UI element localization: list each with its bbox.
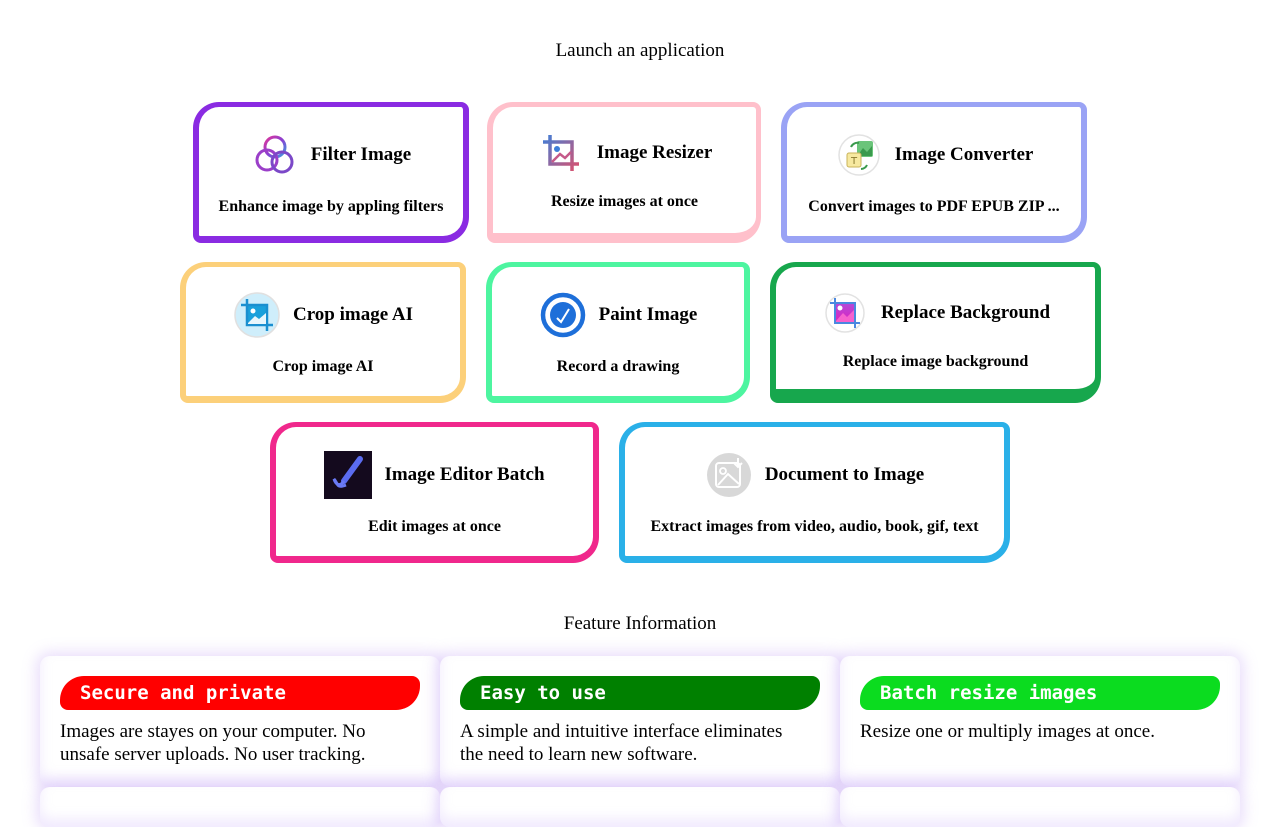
feature-card-easy: Easy to use A simple and intuitive inter… — [440, 656, 840, 786]
feature-label: Batch resize images — [860, 676, 1220, 710]
app-title: Image Converter — [894, 144, 1034, 165]
app-card-crop-image-ai[interactable]: Crop image AI Crop image AI — [180, 262, 466, 403]
app-description: Edit images at once — [368, 518, 501, 535]
feature-card-secure: Secure and private Images are stayes on … — [40, 656, 440, 786]
app-description: Convert images to PDF EPUB ZIP ... — [808, 198, 1060, 215]
feature-text: A simple and intuitive interface elimina… — [460, 721, 783, 765]
app-title: Document to Image — [764, 464, 925, 485]
document-image-icon — [705, 451, 753, 499]
app-title: Image Editor Batch — [384, 464, 545, 485]
app-card-paint-image[interactable]: Paint Image Record a drawing — [486, 262, 750, 403]
app-title: Replace Background — [880, 302, 1051, 323]
app-description: Crop image AI — [272, 358, 374, 375]
app-title: Paint Image — [598, 304, 698, 325]
app-title: Crop image AI — [293, 304, 413, 325]
app-description: Record a drawing — [556, 358, 680, 375]
editor-brush-icon — [324, 451, 373, 499]
svg-text:T: T — [850, 156, 858, 167]
replace-background-icon — [821, 289, 869, 337]
app-title: Filter Image — [310, 144, 412, 165]
launch-section-title: Launch an application — [555, 40, 725, 61]
feature-card-next-row — [40, 787, 440, 827]
app-card-filter-image[interactable]: Filter Image Enhance image by appling fi… — [193, 102, 469, 243]
app-title: Image Resizer — [596, 142, 713, 163]
feature-text: Resize one or multiply images at once. — [860, 721, 1155, 742]
crop-image-icon — [233, 291, 281, 339]
app-description: Replace image background — [842, 353, 1029, 370]
crop-resize-icon — [537, 129, 585, 177]
feature-text: Images are stayes on your computer. No u… — [60, 721, 366, 765]
app-card-document-to-image[interactable]: Document to Image Extract images from vi… — [619, 422, 1010, 563]
filter-circles-icon — [251, 131, 299, 179]
app-card-image-converter[interactable]: T Image Converter Convert images to PDF … — [781, 102, 1087, 243]
app-card-replace-background[interactable]: Replace Background Replace image backgro… — [770, 262, 1101, 403]
feature-card-next-row — [840, 787, 1240, 827]
feature-section-title: Feature Information — [563, 613, 717, 634]
feature-label: Easy to use — [460, 676, 820, 710]
convert-icon: T — [835, 131, 883, 179]
app-card-image-editor-batch[interactable]: Image Editor Batch Edit images at once — [270, 422, 599, 563]
app-description: Enhance image by appling filters — [218, 198, 444, 215]
feature-label: Secure and private — [60, 676, 420, 710]
feature-card-next-row — [440, 787, 840, 827]
app-description: Extract images from video, audio, book, … — [650, 518, 979, 535]
app-card-image-resizer[interactable]: Image Resizer Resize images at once — [487, 102, 761, 243]
feature-card-batch: Batch resize images Resize one or multip… — [840, 656, 1240, 786]
app-description: Resize images at once — [550, 193, 699, 210]
paint-brush-icon — [539, 291, 587, 339]
